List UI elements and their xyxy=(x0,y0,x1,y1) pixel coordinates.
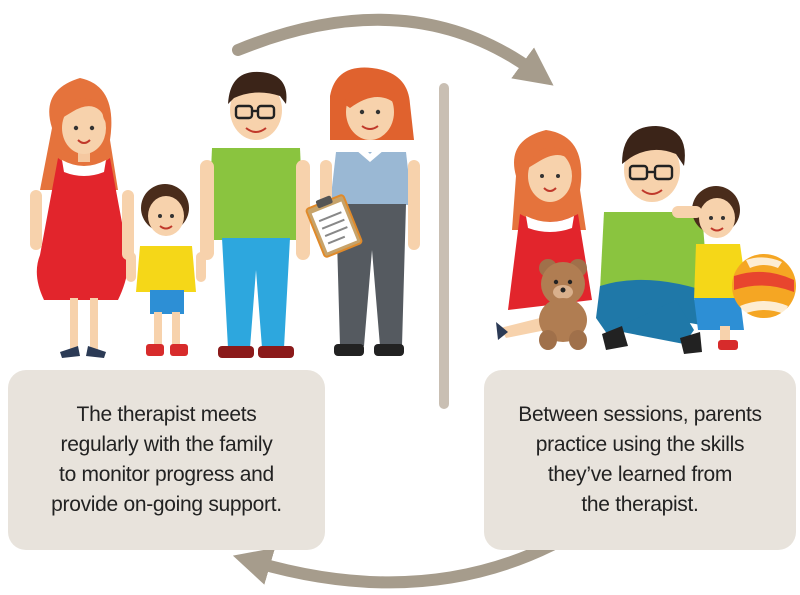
step-caption-left: The therapist meets regularly with the fa… xyxy=(8,370,325,550)
caption-line: to monitor progress and xyxy=(59,463,274,486)
boy-figure xyxy=(126,184,206,356)
step-caption-right: Between sessions, parents practice using … xyxy=(484,370,796,550)
caption-line: regularly with the family xyxy=(60,433,273,456)
caption-line: practice using the skills xyxy=(535,433,745,456)
ball-icon xyxy=(732,254,796,318)
father-sitting-figure xyxy=(596,126,720,354)
teddy-bear-icon xyxy=(539,259,587,350)
caption-line: Between sessions, parents xyxy=(518,403,762,426)
family-sitting-icon xyxy=(496,126,796,354)
caption-line: The therapist meets xyxy=(76,403,257,426)
step-caption-text-left: The therapist meets regularly with the fa… xyxy=(51,400,282,520)
caption-line: provide on-going support. xyxy=(51,493,282,516)
caption-line: they’ve learned from xyxy=(547,463,733,486)
mother-figure xyxy=(30,78,134,358)
curved-arrow-top-icon xyxy=(232,13,554,86)
caption-line: the therapist. xyxy=(581,493,699,516)
therapist-icon xyxy=(305,67,420,356)
father-figure xyxy=(200,71,310,358)
step-caption-text-right: Between sessions, parents practice using … xyxy=(518,400,762,520)
clipboard-icon xyxy=(305,194,363,258)
curved-arrow-bottom-icon xyxy=(232,539,558,589)
family-standing-icon xyxy=(30,67,420,358)
